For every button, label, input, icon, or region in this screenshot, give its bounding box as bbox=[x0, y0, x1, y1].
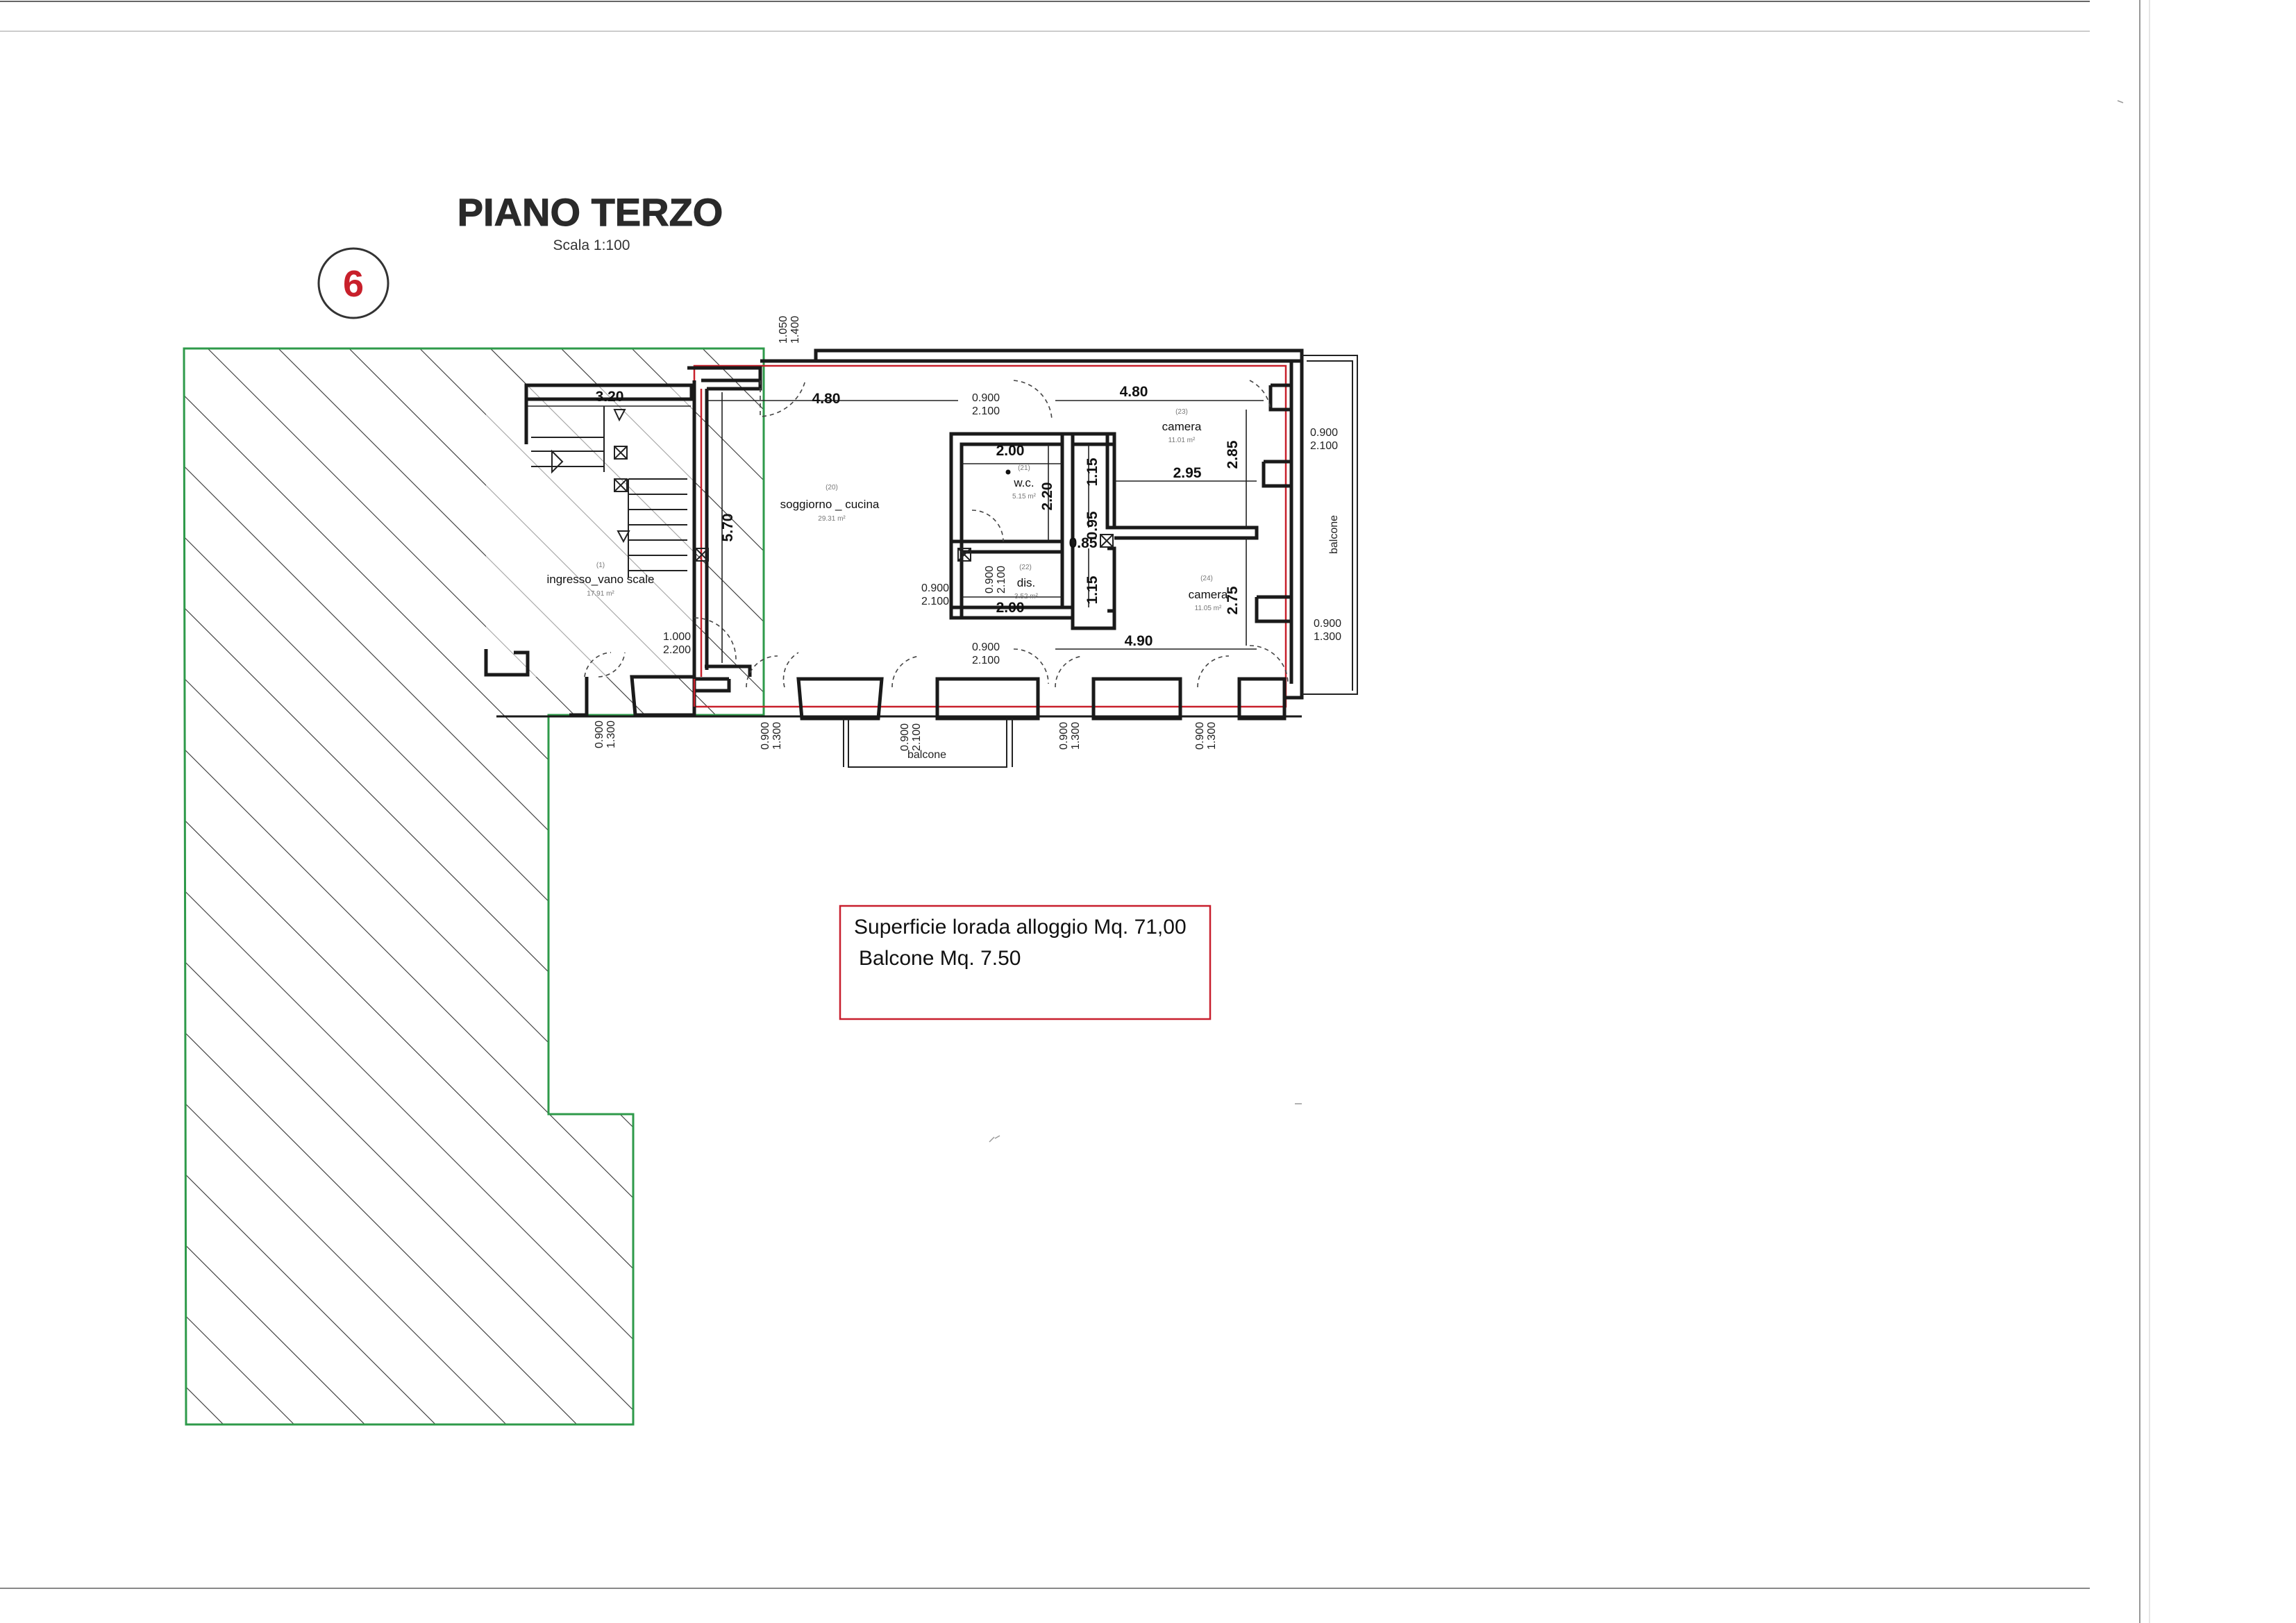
surface-info-box: Superficie lorada alloggio Mq. 71,00 Bal… bbox=[839, 905, 1212, 1020]
room-soggiorno: (20) soggiorno _ cucina 29.31 m² bbox=[780, 484, 880, 523]
opening-south-5-a: 0.900 bbox=[1194, 722, 1206, 750]
room-name: soggiorno _ cucina bbox=[780, 498, 880, 511]
room-number: (21) bbox=[1018, 464, 1030, 472]
room-area: 17.91 m² bbox=[587, 590, 614, 598]
room-ingresso: (1) ingresso_vano scale 17.91 m² bbox=[547, 562, 655, 598]
dim-1-15-a: 1.15 bbox=[1084, 457, 1100, 486]
dimension-labels: 3.20 4.80 4.80 2.00 2.95 2.85 1.15 2.20 … bbox=[596, 384, 1241, 649]
room-name: camera bbox=[1189, 588, 1228, 601]
opening-camera-24-b: 2.100 bbox=[972, 655, 1000, 666]
room-name: ingresso_vano scale bbox=[547, 573, 655, 586]
scan-marks bbox=[989, 100, 2124, 1143]
red-lines bbox=[693, 389, 703, 707]
room-number: (20) bbox=[826, 484, 838, 491]
dim-2-75: 2.75 bbox=[1225, 586, 1241, 614]
column-markers bbox=[614, 446, 1114, 562]
room-name: camera bbox=[1162, 420, 1202, 433]
opening-south-2-a: 0.900 bbox=[760, 722, 771, 750]
opening-south-1-b: 1.300 bbox=[605, 721, 617, 748]
page-title: PIANO TERZO bbox=[458, 190, 723, 234]
room-area: 11.01 m² bbox=[1168, 437, 1196, 444]
room-camera-24: (24) camera 11.05 m² bbox=[1189, 575, 1228, 612]
south-balcony-label: balcone bbox=[907, 749, 946, 761]
dim-1-15-b: 1.15 bbox=[1084, 575, 1100, 604]
opening-south-4-b: 1.300 bbox=[1070, 722, 1082, 750]
opening-south-3-b: 2.100 bbox=[911, 723, 923, 751]
opening-east-balcony-b: 2.100 bbox=[1310, 440, 1338, 452]
dim-0-95: 0.95 bbox=[1084, 511, 1100, 539]
east-balcony-label: balcone bbox=[1328, 515, 1340, 554]
dim-2-00-a: 2.00 bbox=[996, 443, 1025, 459]
opening-south-4-a: 0.900 bbox=[1058, 722, 1070, 750]
room-area: 3.52 m² bbox=[1014, 593, 1039, 600]
room-name: w.c. bbox=[1013, 476, 1034, 489]
south-balcony: balcone bbox=[843, 718, 1013, 768]
opening-south-5-b: 1.300 bbox=[1206, 722, 1218, 750]
opening-dis-a: 0.900 bbox=[921, 582, 949, 594]
opening-east-window-b: 1.300 bbox=[1314, 631, 1341, 643]
opening-labels: 1.050 1.400 0.900 2.100 0.900 2.100 0.90… bbox=[594, 316, 1341, 751]
opening-east-window-a: 0.900 bbox=[1314, 618, 1341, 630]
opening-wc-door-b: 2.100 bbox=[972, 405, 1000, 417]
opening-top-b: 1.400 bbox=[789, 316, 801, 344]
stairwell-area bbox=[486, 383, 694, 677]
dim-2-20: 2.20 bbox=[1039, 482, 1055, 511]
opening-east-balcony-a: 0.900 bbox=[1310, 427, 1338, 439]
opening-south-3-a: 0.900 bbox=[899, 723, 911, 751]
opening-south-1-a: 0.900 bbox=[594, 721, 605, 748]
room-camera-23: (23) camera 11.01 m² bbox=[1162, 408, 1202, 444]
opening-top-a: 1.050 bbox=[778, 316, 789, 344]
opening-camera-24-a: 0.900 bbox=[972, 641, 1000, 653]
balcony-area-label: Balcone Mq. 7.50 bbox=[859, 947, 1021, 970]
opening-entrance-a: 1.000 bbox=[663, 631, 691, 643]
sheet-frame bbox=[0, 0, 2150, 1623]
room-wc: (21) w.c. 5.15 m² bbox=[1005, 464, 1037, 501]
door-swings bbox=[584, 380, 1289, 688]
opening-south-2-b: 1.300 bbox=[771, 722, 783, 750]
east-balcony: balcone bbox=[1302, 355, 1358, 695]
dim-3-20: 3.20 bbox=[596, 389, 624, 405]
dimension-lines bbox=[528, 392, 1264, 663]
opening-entrance-b: 2.200 bbox=[663, 644, 691, 656]
room-name: dis. bbox=[1017, 576, 1035, 589]
room-area: 29.31 m² bbox=[818, 515, 846, 523]
dim-4-90: 4.90 bbox=[1125, 633, 1153, 649]
sheet-number: 6 bbox=[343, 263, 364, 305]
dim-4-80-a: 4.80 bbox=[812, 391, 841, 407]
opening-dis-v-b: 2.100 bbox=[996, 566, 1007, 594]
opening-dis-b: 2.100 bbox=[921, 596, 949, 607]
room-area: 5.15 m² bbox=[1012, 493, 1037, 501]
room-area: 11.05 m² bbox=[1195, 605, 1222, 612]
sheet-number-badge: 6 bbox=[317, 247, 389, 319]
room-number: (24) bbox=[1200, 575, 1213, 582]
room-number: (23) bbox=[1175, 408, 1188, 416]
dim-2-85: 2.85 bbox=[1225, 440, 1241, 469]
dim-2-95: 2.95 bbox=[1173, 465, 1202, 481]
room-dis: (22) dis. 3.52 m² bbox=[1014, 564, 1039, 600]
surface-total-label: Superficie lorada alloggio Mq. 71,00 bbox=[854, 916, 1187, 939]
dim-5-70: 5.70 bbox=[720, 514, 736, 542]
stair-treads bbox=[531, 406, 687, 578]
dim-2-00-b: 2.00 bbox=[996, 600, 1025, 616]
dim-0-85: 0.85 bbox=[1069, 535, 1098, 551]
scale-label: Scala 1:100 bbox=[553, 237, 630, 253]
room-number: (1) bbox=[596, 562, 605, 569]
room-number: (22) bbox=[1019, 564, 1032, 571]
opening-wc-door-a: 0.900 bbox=[972, 392, 1000, 404]
dim-4-80-b: 4.80 bbox=[1120, 384, 1148, 400]
opening-dis-v-a: 0.900 bbox=[984, 566, 996, 594]
